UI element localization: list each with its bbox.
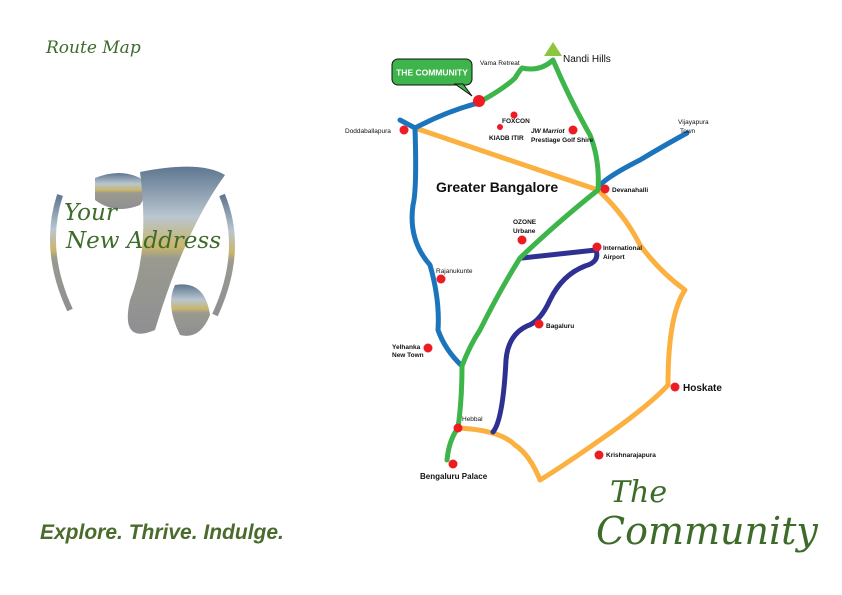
label-vama: Vama Retreat — [480, 60, 520, 67]
label-airport-2: Airport — [603, 254, 626, 261]
dot-ozone — [517, 235, 527, 245]
label-doddaballapura: Doddaballapura — [345, 128, 391, 135]
brand-line-1: The — [610, 475, 668, 510]
label-rajanukunte: Rajanukunte — [436, 268, 473, 275]
orange-route — [412, 125, 688, 483]
label-nandi: Nandi Hills — [563, 54, 611, 65]
green-route — [444, 57, 601, 463]
dot-bagaluru — [534, 319, 544, 329]
label-foxcon: FOXCON — [502, 118, 530, 125]
place-dots — [399, 95, 680, 469]
callout-label: THE COMMUNITY — [396, 68, 468, 78]
hero-line-2: New Address — [66, 228, 222, 254]
dot-kiadb — [497, 124, 503, 130]
blue-route — [397, 100, 690, 369]
dot-jw — [568, 125, 578, 135]
label-devanahalli: Devanahalli — [612, 187, 648, 194]
label-krishnarajapura: Krishnarajapura — [606, 452, 656, 459]
road-photo-shape — [49, 166, 235, 336]
community-dot[interactable] — [473, 95, 485, 107]
tagline: Explore. Thrive. Indulge. — [40, 521, 284, 544]
label-bagaluru: Bagaluru — [546, 323, 574, 330]
route-map-title: Route Map — [46, 38, 141, 58]
label-yelhanka-1: Yelhanka — [392, 344, 421, 351]
label-hebbal: Hebbal — [462, 416, 483, 423]
dot-hoskate — [670, 382, 680, 392]
region-label: Greater Bangalore — [436, 179, 558, 195]
label-yelhanka-2: New Town — [392, 352, 424, 359]
label-ozone-2: Urbane — [513, 228, 536, 235]
dot-rajanukunte — [436, 274, 446, 284]
label-kiadb: KIADB ITIR — [489, 135, 524, 142]
hero-line-1: Your — [64, 200, 117, 226]
dot-yelhanka — [423, 343, 433, 353]
label-bengaluru-palace: Bengaluru Palace — [420, 472, 488, 481]
dot-hebbal — [453, 423, 463, 433]
label-vijayapura-1: Vijayapura — [678, 119, 709, 126]
label-ozone-1: OZONE — [513, 219, 537, 226]
label-airport-1: International — [603, 245, 642, 252]
nandi-hills-marker-icon — [544, 42, 562, 56]
community-callout[interactable]: THE COMMUNITY — [391, 58, 473, 97]
navy-route — [490, 247, 600, 435]
dot-foxcon — [510, 111, 518, 119]
dot-palace — [448, 459, 458, 469]
label-jw-1: JW Marriot — [531, 128, 565, 135]
dot-airport — [592, 242, 602, 252]
dot-doddaballapura — [399, 125, 409, 135]
label-vijayapura-2: Town — [680, 128, 696, 135]
dot-krishnarajapura — [594, 450, 604, 460]
dot-devanahalli — [600, 184, 610, 194]
label-hoskate: Hoskate — [683, 383, 722, 394]
brand-line-2: Community — [596, 509, 818, 553]
label-jw-2: Prestiage Golf Shire — [531, 137, 594, 144]
